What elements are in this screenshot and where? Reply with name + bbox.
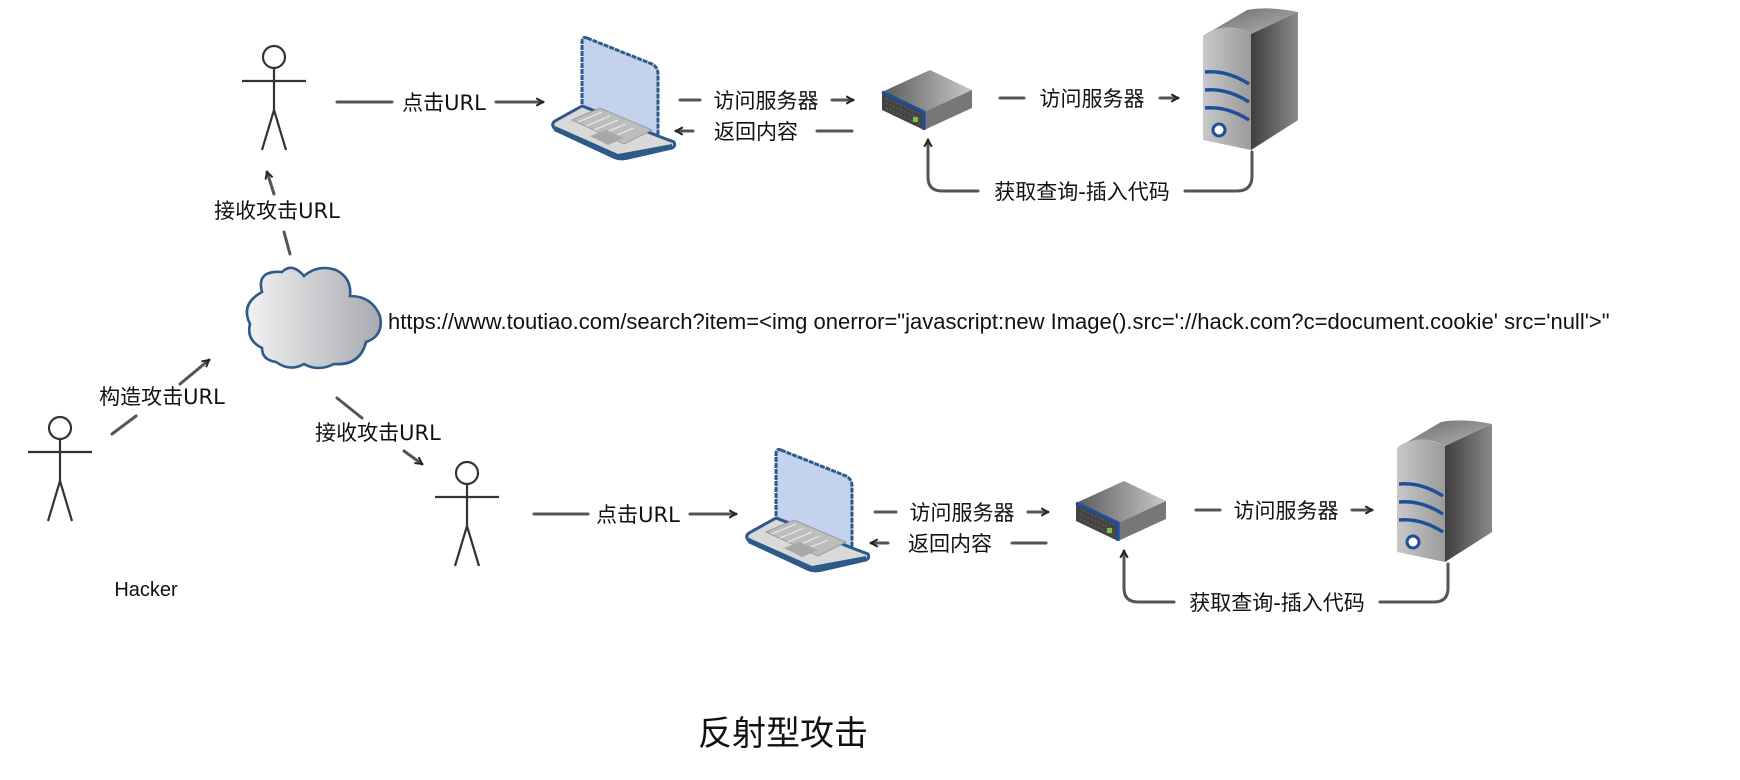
- server-top: [1201, 6, 1300, 152]
- laptop-top: [551, 36, 677, 162]
- edge-receive-url-top: 接收攻击URL: [214, 172, 340, 256]
- laptop-icon: [745, 448, 871, 574]
- hacker-actor: Hacker: [26, 415, 178, 601]
- edge-receive-url-bottom: 接收攻击URL: [315, 396, 441, 466]
- payload-url: https://www.toutiao.com/search?item=<img…: [388, 309, 1610, 334]
- network-switch-icon: [1074, 479, 1168, 543]
- stick-figure-icon: [433, 460, 501, 568]
- edge-visit-server-2-bottom: 访问服务器: [1194, 499, 1374, 523]
- stick-figure-icon: [26, 415, 94, 523]
- victim-bottom-actor: [433, 460, 501, 568]
- edge-label: 构造攻击URL: [99, 385, 225, 409]
- edge-label: 获取查询-插入代码: [994, 180, 1170, 204]
- edge-label: 点击URL: [402, 91, 486, 115]
- edge-label: 点击URL: [596, 503, 680, 527]
- edge-fetch-insert-top: 获取查询-插入代码: [928, 138, 1254, 204]
- cloud-icon: [245, 266, 382, 370]
- laptop-icon: [551, 36, 677, 162]
- edge-label: 返回内容: [908, 532, 992, 556]
- edge-click-url-bottom: 点击URL: [532, 503, 738, 527]
- edge-click-url-top: 点击URL: [335, 91, 545, 115]
- edge-label: 接收攻击URL: [214, 199, 340, 223]
- switch-bottom: [1074, 479, 1168, 543]
- edge-label: 访问服务器: [1234, 499, 1339, 523]
- edge-return-content-top: 返回内容: [674, 120, 854, 144]
- edge-label: 接收攻击URL: [315, 421, 441, 445]
- victim-top-actor: [240, 44, 308, 152]
- edge-visit-server-1-bottom: 访问服务器: [873, 501, 1050, 525]
- edge-label: 访问服务器: [714, 89, 819, 113]
- cloud-node: [245, 266, 382, 370]
- edge-visit-server-2-top: 访问服务器: [998, 87, 1180, 111]
- edge-fetch-insert-bottom: 获取查询-插入代码: [1124, 549, 1450, 615]
- edge-return-content-bottom: 返回内容: [869, 532, 1048, 556]
- edge-label: 访问服务器: [1040, 87, 1145, 111]
- diagram-title: 反射型攻击: [698, 714, 868, 754]
- server-tower-icon: [1395, 418, 1494, 564]
- network-switch-icon: [880, 68, 974, 132]
- edge-label: 访问服务器: [910, 501, 1015, 525]
- edge-construct-url: 构造攻击URL: [99, 358, 225, 436]
- switch-top: [880, 68, 974, 132]
- edge-visit-server-1-top: 访问服务器: [678, 89, 855, 113]
- server-bottom: [1395, 418, 1494, 564]
- laptop-bottom: [745, 448, 871, 574]
- server-tower-icon: [1201, 6, 1300, 152]
- edge-label: 获取查询-插入代码: [1189, 591, 1365, 615]
- stick-figure-icon: [240, 44, 308, 152]
- hacker-label: Hacker: [114, 579, 178, 601]
- edge-label: 返回内容: [714, 120, 798, 144]
